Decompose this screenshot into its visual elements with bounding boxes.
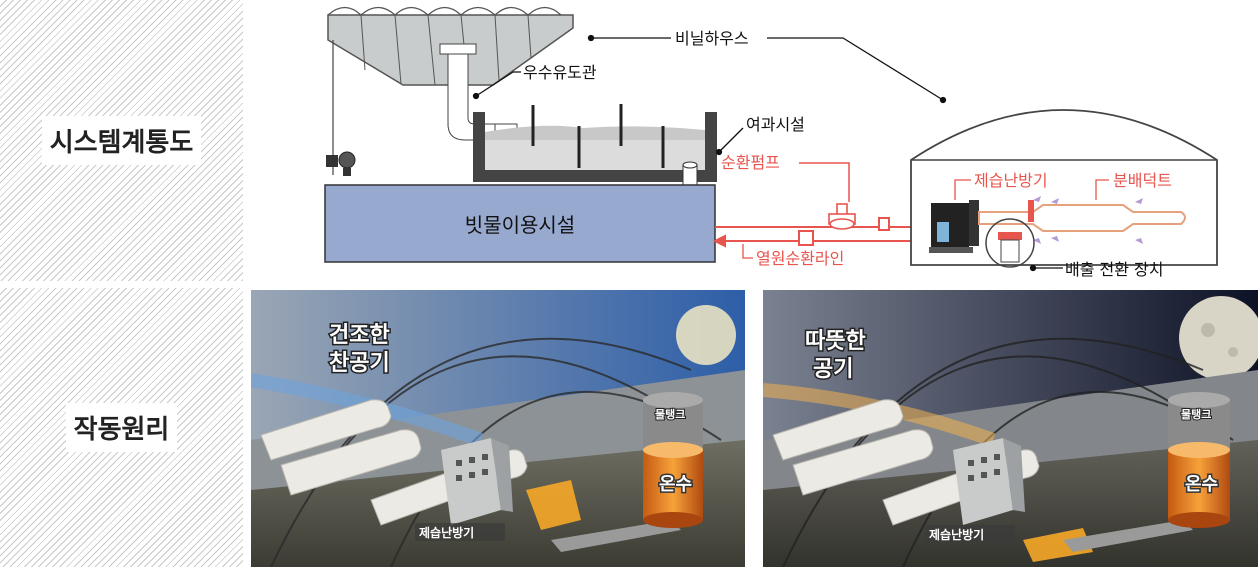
day-unit-icon <box>441 438 513 525</box>
rainwater-tank <box>324 184 716 263</box>
vinyl-house-label: 비닐하우스 <box>675 29 749 48</box>
row-label-system: 시스템계통도 <box>0 0 243 281</box>
distribution-duct <box>978 204 1186 232</box>
red-leader-lines <box>742 179 1109 259</box>
heat-line-label: 열원순환라인 <box>756 249 844 268</box>
greenhouse-section <box>910 109 1218 266</box>
system-diagram: 빗물이용시설 <box>324 6 1218 279</box>
side-pump-icon <box>326 151 356 176</box>
exhaust-switch-device <box>985 200 1035 268</box>
row-title-system: 시스템계통도 <box>41 116 202 165</box>
night-air-caption-1: 따뜻한 <box>805 329 866 354</box>
airflow-icons <box>1033 196 1143 244</box>
rainwater-facility-label: 빗물이용시설 <box>465 213 575 237</box>
duct-label: 분배덕트 <box>1113 171 1172 190</box>
day-air-caption-1: 건조한 <box>329 323 390 348</box>
filtration-tank <box>473 104 717 196</box>
day-water-label: 온수 <box>659 474 692 495</box>
circulation-pump-icon <box>828 203 856 230</box>
circulation-pump-leader <box>799 162 850 202</box>
night-air-caption-2: 공기 <box>813 357 853 382</box>
rain-guide-pipe-label: 우수유도관 <box>523 63 597 82</box>
dehumidifier-unit <box>929 200 979 253</box>
row-label-operation: 작동원리 <box>0 288 243 567</box>
leader-lines <box>472 34 1063 272</box>
night-tank-label: 물탱크 <box>1181 407 1211 421</box>
day-tank-label: 물탱크 <box>655 407 685 421</box>
photo-day: 건조한 찬공기 물탱크 온수 제습난방기 <box>251 290 745 567</box>
filtration-label: 여과시설 <box>746 115 805 134</box>
row-separator <box>243 281 1258 288</box>
heat-source-lines <box>712 217 936 248</box>
dehumidifier-label: 제습난방기 <box>974 171 1048 190</box>
exhaust-switch-label: 배출 전환 장치 <box>1065 260 1164 279</box>
day-tank-icon <box>643 392 703 528</box>
night-unit-icon <box>953 438 1025 525</box>
row-title-operation: 작동원리 <box>65 403 178 452</box>
night-unit-label: 제습난방기 <box>929 527 984 542</box>
circulation-pump-label: 순환펌프 <box>721 153 780 172</box>
day-unit-label: 제습난방기 <box>419 525 474 540</box>
day-air-caption-2: 찬공기 <box>329 351 390 376</box>
night-water-label: 온수 <box>1185 474 1218 495</box>
night-tank-icon <box>1168 392 1230 528</box>
photo-night: 따뜻한 공기 물탱크 온수 제습난방기 <box>763 290 1258 567</box>
